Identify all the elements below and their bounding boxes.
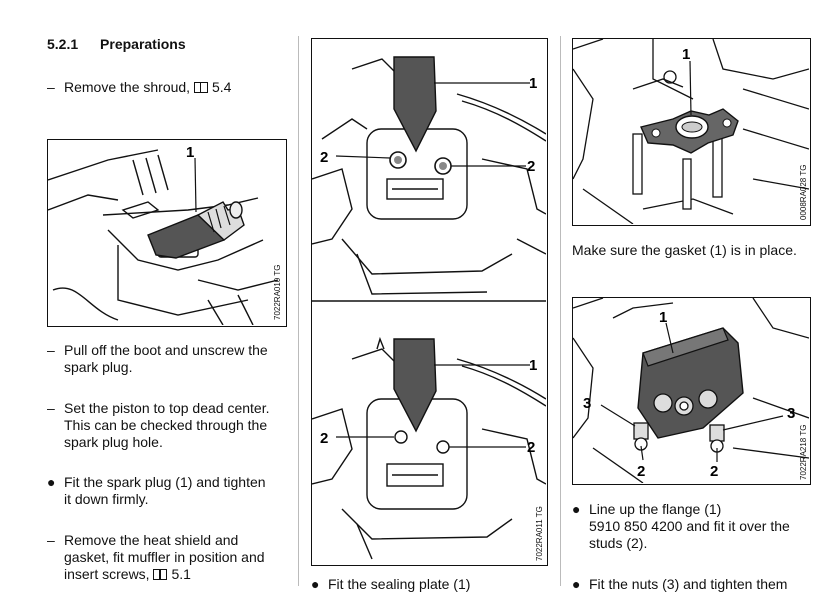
figure-spark-plug: 1 7022RA010 TG [47, 139, 287, 327]
step-text: Remove the shroud, [64, 79, 191, 95]
callout-1: 1 [529, 357, 537, 374]
figure-code: 7022RA218 TG [799, 424, 808, 480]
gasket-note: Make sure the gasket (1) is in place. [572, 242, 797, 258]
callout-2: 2 [527, 158, 535, 175]
sealing-plate [393, 56, 437, 153]
spark-plug-illustration: 1 [48, 144, 279, 325]
figure-code: 0008RA028 TG [799, 164, 808, 220]
muffler-illustration: 1 2 2 1 2 2 [312, 56, 546, 560]
callout-2: 2 [527, 439, 535, 456]
column-divider [560, 36, 561, 586]
sealing-plate [393, 338, 437, 433]
gasket-illustration: 1 [573, 39, 809, 224]
manual-reference-icon [153, 569, 168, 580]
column-divider [298, 36, 299, 586]
callout-1: 1 [682, 46, 690, 63]
manual-reference-icon [193, 82, 208, 93]
callout-2: 2 [320, 430, 328, 447]
spark-plug [147, 201, 245, 259]
figure-code: 7022RA011 TG [535, 506, 544, 561]
figure-sealing-plate: 1 2 2 1 2 2 7022RA011 TG [311, 38, 548, 566]
callout-2: 2 [710, 463, 718, 480]
callout-2: 2 [637, 463, 645, 480]
section-number: 5.2.1 [47, 36, 79, 52]
reference-number: 5.4 [211, 79, 232, 95]
section-heading: 5.2.1 Preparations [47, 36, 186, 52]
figure-flange: 1 3 3 2 2 7022RA218 TG [572, 297, 811, 485]
figure-gasket: 1 0008RA028 TG [572, 38, 811, 226]
flange-illustration: 1 3 3 2 2 [573, 298, 809, 483]
callout-2: 2 [320, 149, 328, 166]
callout-1: 1 [659, 309, 667, 326]
callout-1: 1 [186, 144, 194, 161]
figure-code: 7022RA010 TG [273, 264, 282, 320]
section-title: Preparations [100, 36, 186, 52]
callout-3: 3 [583, 395, 591, 412]
callout-3: 3 [787, 405, 795, 422]
callout-1: 1 [529, 75, 537, 92]
